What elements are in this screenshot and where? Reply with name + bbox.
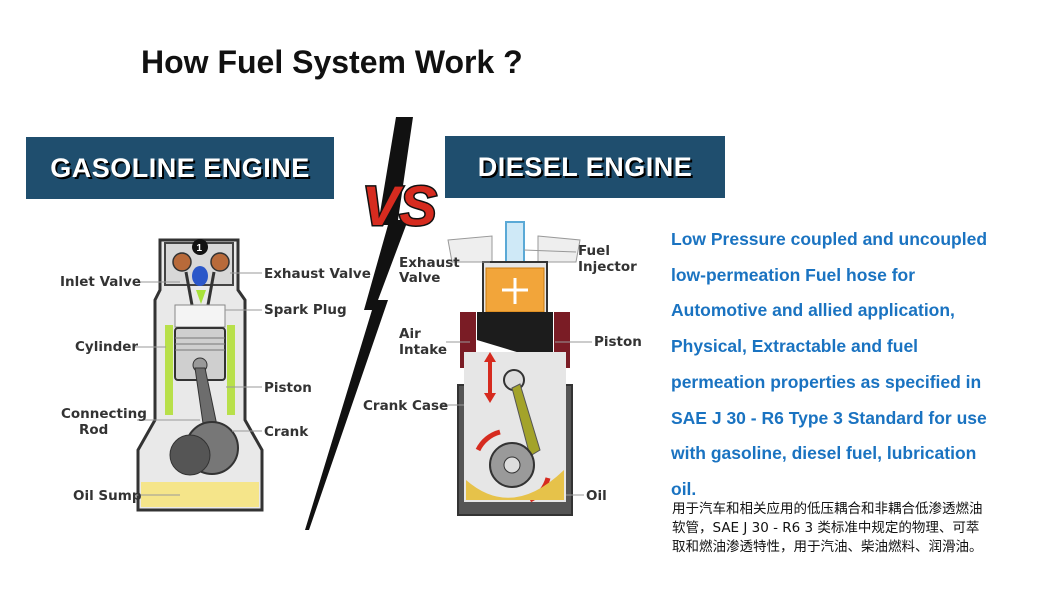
label-air-intake-line2: Intake [399, 342, 447, 358]
label-inlet-valve: Inlet Valve [60, 274, 141, 290]
leader-fuel-injector [523, 249, 577, 253]
description-line: oil. [671, 478, 697, 499]
label-crank: Crank [264, 424, 309, 440]
diesel-combustion-arrows [502, 278, 528, 304]
diesel-connecting-rod [511, 383, 541, 457]
diesel-rotation-arrow [475, 429, 501, 452]
chinese-line: 软管，SAE J 30 - R6 3 类标准中规定的物理、可萃 [672, 520, 980, 536]
label-fuel-injector-line1: Fuel [578, 243, 610, 259]
fuel-hose-description: Low Pressure coupled and uncoupled low-p… [671, 222, 1051, 508]
gasoline-cylinder-wall-left [165, 325, 173, 415]
gasoline-camshaft-right [210, 252, 230, 272]
gasoline-marker [192, 239, 208, 255]
diesel-motion-arrow-down [484, 393, 496, 403]
diesel-piston [477, 312, 553, 356]
label-crank-case: Crank Case [363, 398, 449, 414]
page-title: How Fuel System Work ? [141, 44, 523, 80]
chinese-description: 用于汽车和相关应用的低压耦合和非耦合低渗透燃油 软管，SAE J 30 - R6… [672, 500, 1042, 557]
diesel-fuel-injector [505, 221, 525, 267]
description-line: Physical, Extractable and fuel [671, 336, 919, 357]
label-connecting-rod-line1: Connecting [61, 406, 147, 422]
label-fuel-injector-line2: Injector [578, 259, 637, 275]
label-piston: Piston [264, 380, 312, 396]
label-oil-sump: Oil Sump [73, 488, 142, 504]
lightning-divider [305, 117, 413, 530]
vs-logo: VS [362, 174, 437, 237]
label-connecting-rod-line2: Rod [79, 422, 109, 438]
description-line: low-permeation Fuel hose for [671, 264, 916, 285]
diesel-engine-banner: DIESEL ENGINE [445, 136, 725, 198]
gasoline-inlet-valve-stem [184, 271, 194, 306]
diesel-crank-center [503, 456, 521, 474]
gasoline-oil-sump [141, 482, 259, 507]
gasoline-engine-banner: GASOLINE ENGINE [26, 137, 334, 199]
label-diesel-exhaust-line2: Valve [399, 270, 441, 286]
gasoline-camshaft-left [172, 252, 192, 272]
diesel-engine-diagram [440, 221, 592, 516]
gasoline-exhaust-valve-stem [206, 271, 216, 306]
diesel-motion-arrow-up [484, 352, 496, 362]
gasoline-engine-diagram: 1 [133, 238, 264, 512]
description-line: Automotive and allied application, [671, 300, 955, 321]
gasoline-cylinder-wall-right [227, 325, 235, 415]
label-exhaust-valve: Exhaust Valve [264, 266, 371, 282]
label-spark-plug: Spark Plug [264, 302, 347, 318]
description-line: with gasoline, diesel fuel, lubrication [671, 443, 977, 464]
chinese-line: 用于汽车和相关应用的低压耦合和非耦合低渗透燃油 [672, 501, 983, 517]
gasoline-spark [196, 290, 206, 304]
description-line: Low Pressure coupled and uncoupled [671, 229, 988, 249]
label-diesel-exhaust-line1: Exhaust [399, 255, 460, 271]
label-diesel-oil: Oil [586, 488, 607, 504]
label-cylinder: Cylinder [75, 339, 139, 355]
label-diesel-piston: Piston [594, 334, 642, 350]
gasoline-marker-label: 1 [197, 243, 203, 254]
description-line: SAE J 30 - R6 Type 3 Standard for use [671, 407, 987, 428]
diesel-intake-port [537, 235, 581, 263]
diesel-oil [466, 470, 564, 500]
description-line: permeation properties as specified in [671, 371, 982, 392]
chinese-line: 取和燃油渗透特性，用于汽油、柴油燃料、润滑油。 [672, 539, 983, 555]
label-air-intake-line1: Air [399, 326, 421, 342]
gasoline-combustion-chamber [174, 304, 226, 328]
gasoline-fuel-charge [192, 266, 208, 286]
gasoline-crank-counterweight [169, 434, 211, 476]
